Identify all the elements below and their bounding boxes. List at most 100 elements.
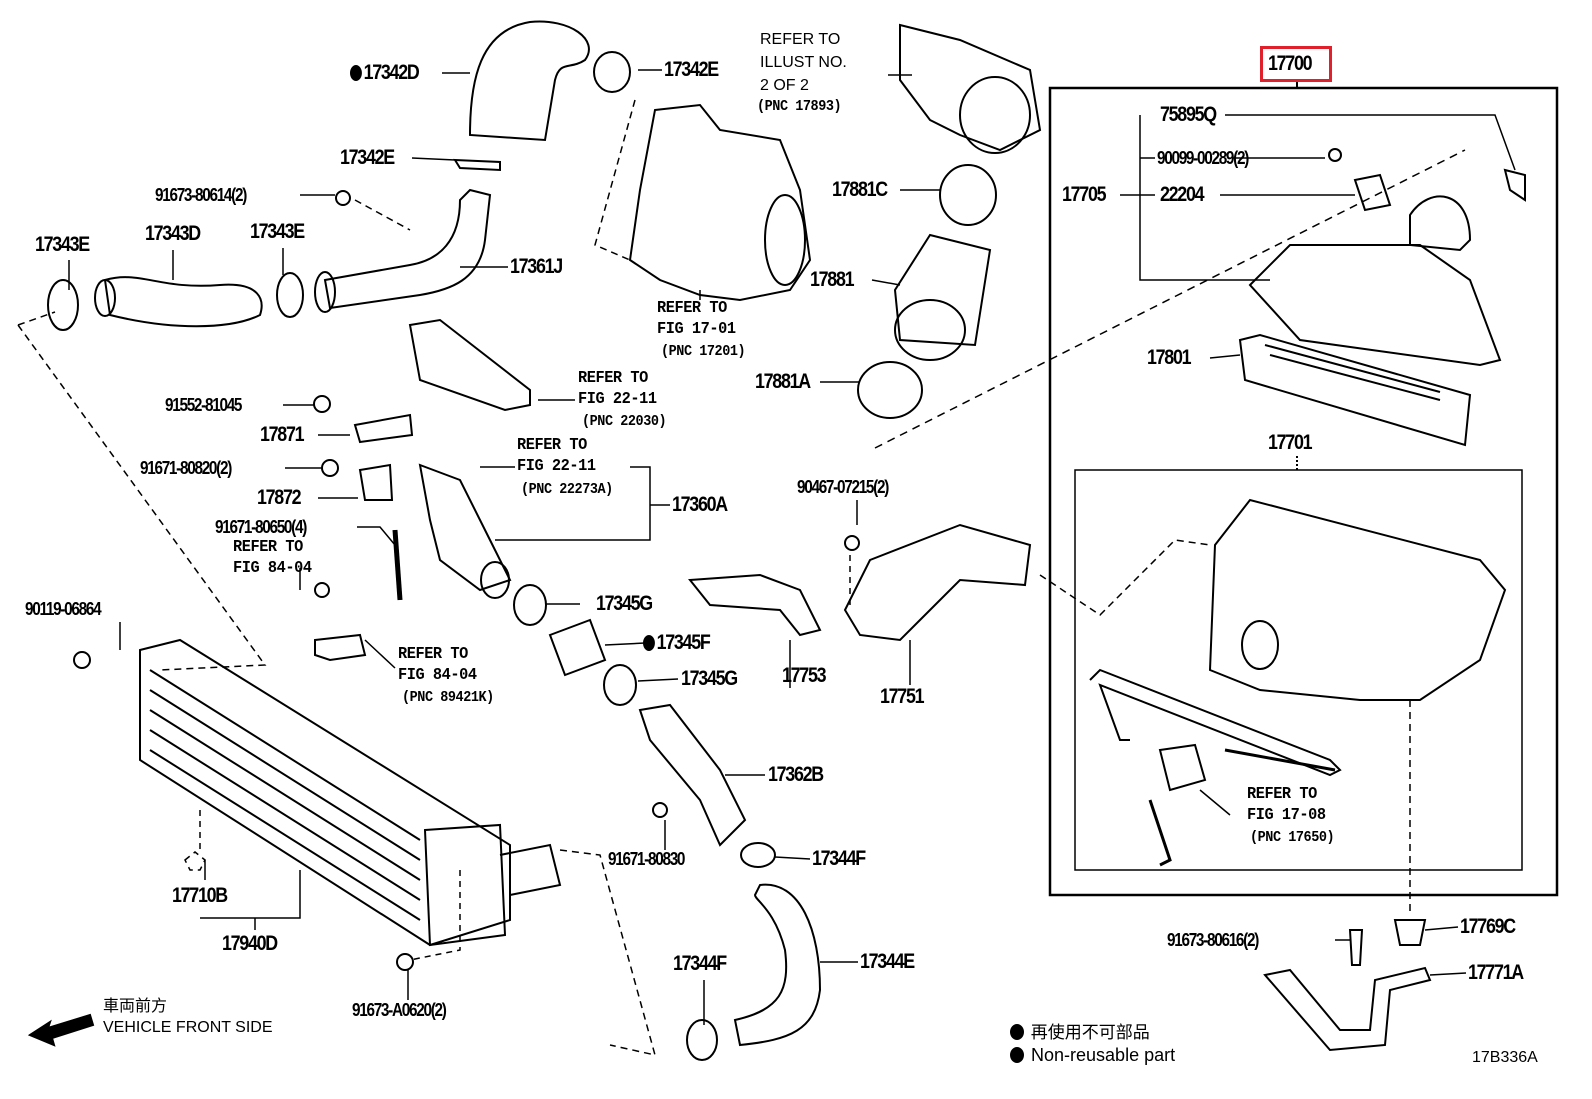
callout-17801[interactable]: 17801 [1147,346,1192,369]
callout-17345G[interactable]: 17345G [681,667,738,690]
refer-line: FIG 22-11 [578,390,657,409]
duct-17753 [688,573,822,637]
illustration-id: 17B336A [1472,1049,1538,1066]
duct-17751 [843,523,1032,642]
callout-17705[interactable]: 17705 [1062,183,1107,206]
callout-17343E[interactable]: 17343E [250,220,305,243]
callout-17872[interactable]: 17872 [257,486,302,509]
callout-17881C[interactable]: 17881C [832,178,888,201]
callout-91673-80616[interactable]: 91673-80616(2) [1167,930,1259,950]
clamp-17344F [740,842,776,868]
callout-17345G[interactable]: 17345G [596,592,653,615]
filled-circle-icon [1010,1047,1024,1063]
vehicle-front-jp: 車両前方 [103,998,168,1015]
clamp-17881C [939,164,997,226]
callout-91673-A0620[interactable]: 91673-A0620(2) [352,1000,447,1020]
callout-91552-81045[interactable]: 91552-81045 [165,395,242,415]
refer-line: FIG 22-11 [517,457,596,476]
callout-17871[interactable]: 17871 [260,423,305,446]
refer-line: FIG 84-04 [233,559,312,578]
callout-17881A[interactable]: 17881A [755,370,811,393]
callout-91671-80650[interactable]: 91671-80650(4) [215,517,307,537]
refer-line: (PNC 17893) [757,98,842,115]
clamp-17342E [593,51,631,93]
refer-line: FIG 17-01 [657,320,736,339]
callout-17345F[interactable]: 17345F [643,632,711,654]
refer-line: ILLUST NO. [760,54,847,71]
legend-text: 再使用不可部品 [1030,1023,1150,1042]
callout-17344F[interactable]: 17344F [812,847,866,870]
sensor-22204 [1353,173,1392,212]
callout-17343E[interactable]: 17343E [35,233,90,256]
callout-17344E[interactable]: 17344E [860,950,915,973]
vehicle-front-en: VEHICLE FRONT SIDE [103,1019,273,1036]
callout-22204[interactable]: 22204 [1160,183,1205,206]
intake-pipe-17360A [418,463,512,592]
callout-91671-80830[interactable]: 91671-80830 [608,849,685,869]
clamp-17342E-mid [453,158,501,172]
callout-91673-80614[interactable]: 91673-80614(2) [155,185,247,205]
assembly-17700-box [1048,86,1559,897]
callout-17361J[interactable]: 17361J [510,255,563,278]
leader-lines [68,69,1467,1025]
hose-17345F [548,618,607,677]
callout-text: 17342D [363,61,420,84]
arrow-left-icon [27,1013,95,1047]
callout-17771A[interactable]: 17771A [1468,961,1524,984]
hose-17342D [468,20,590,142]
callout-75895Q[interactable]: 75895Q [1160,103,1217,126]
pipe-17361J [323,188,492,310]
air-filter-17801 [1238,333,1472,447]
callout-17710B[interactable]: 17710B [172,884,228,907]
clamp-17343E-left [47,279,79,331]
assembly-17701-box [1074,469,1523,871]
callout-17342D[interactable]: 17342D [350,61,420,84]
callout-17940D[interactable]: 17940D [222,932,278,955]
bolt-91673-80616 [1348,929,1364,966]
callout-17881[interactable]: 17881 [810,268,855,291]
callout-90467-07215[interactable]: 90467-07215(2) [797,477,889,497]
refer-line: (PNC 22030) [582,413,667,430]
callout-90099-00289[interactable]: 90099-00289(2) [1157,148,1249,168]
air-flow-meter-duct [899,23,1042,152]
callout-17751[interactable]: 17751 [880,685,925,708]
callout-17701[interactable]: 17701 [1268,431,1313,454]
hose-17344E [733,883,822,1047]
callout-17342E[interactable]: 17342E [664,58,719,81]
clamp-17345G-lower [603,664,637,706]
air-cleaner-case-17701 [1208,498,1507,701]
callout-17342E[interactable]: 17342E [340,146,395,169]
vsv [1158,743,1207,792]
bracket-17771A [1263,966,1432,1052]
pipe-17362B [638,703,747,847]
callout-17344F[interactable]: 17344F [673,952,727,975]
label-75895Q [1503,168,1526,202]
refer-line: REFER TO [578,369,648,388]
non-reusable-marker-icon [643,635,655,651]
callout-17769C[interactable]: 17769C [1460,915,1516,938]
refer-line: REFER TO [760,31,841,48]
callout-17753[interactable]: 17753 [782,664,827,687]
clamp-17344F-lower [686,1019,718,1061]
highlight-box-17700 [1260,46,1332,82]
clamp-17345G [513,584,547,626]
callout-91671-80820[interactable]: 91671-80820(2) [140,458,232,478]
refer-line: REFER TO [657,299,727,318]
legend-en: Non-reusable part [1010,1044,1175,1066]
callout-17700[interactable]: 17700 [1268,52,1313,75]
callout-17343D[interactable]: 17343D [145,222,201,245]
refer-line: (PNC 17201) [661,343,746,360]
legend-text: Non-reusable part [1031,1045,1176,1065]
refer-line: (PNC 17650) [1250,829,1335,846]
callout-17362B[interactable]: 17362B [768,763,824,786]
turbocharger [628,103,812,302]
air-cleaner-cap-17705 [1248,244,1502,367]
callout-17360A[interactable]: 17360A [672,493,728,516]
refer-line: (PNC 89421K) [402,689,494,706]
callout-90119-06864[interactable]: 90119-06864 [25,599,102,619]
refer-line: FIG 84-04 [398,666,477,685]
clamp-17343E [276,272,304,318]
refer-line: REFER TO [517,436,587,455]
refer-line: REFER TO [398,645,468,664]
